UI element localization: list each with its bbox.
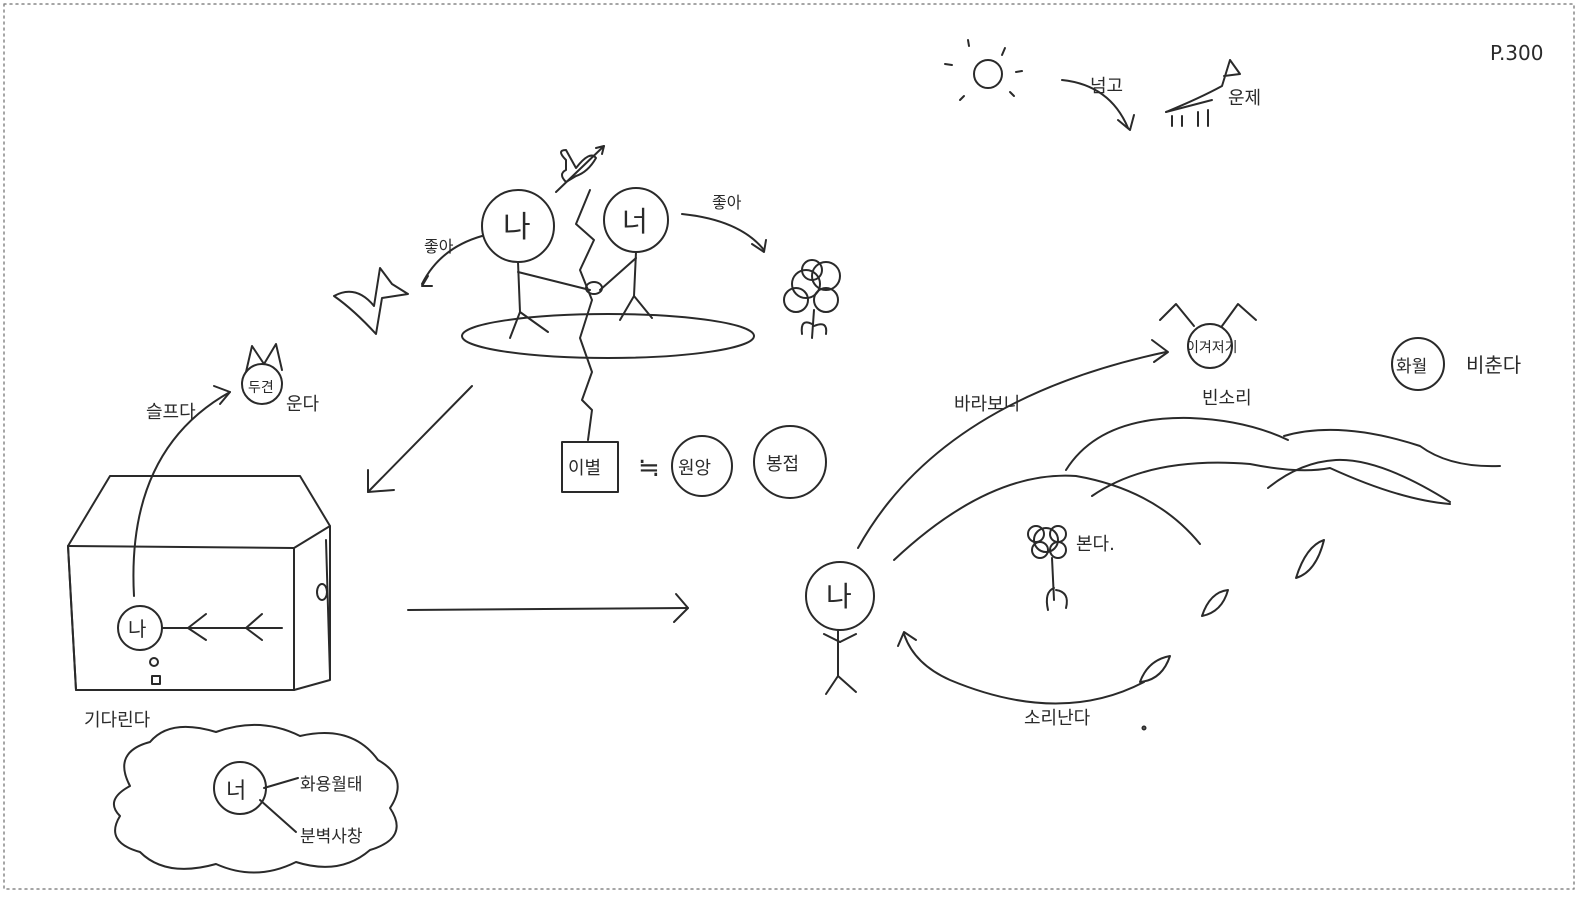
label-neo-cloud: 너	[226, 779, 246, 804]
arrow-to-right-scene	[407, 607, 689, 611]
label-dugyeon: 두견	[248, 380, 274, 396]
mountain-pass-icon	[1165, 59, 1241, 127]
arrow-to-bird	[421, 235, 483, 285]
house-box	[67, 475, 331, 691]
arrow-to-flower-head	[751, 239, 767, 253]
label-wonang: 원앙	[678, 458, 711, 479]
arrow-to-cuckoo	[132, 391, 231, 597]
sound-arrow-head	[897, 631, 917, 647]
figure-neo-top	[599, 187, 669, 321]
bongsup-circle	[753, 425, 827, 499]
cloud-branch-2	[259, 799, 297, 833]
label-ieuljeoi: 이겨저기	[1186, 340, 1238, 356]
break-line	[575, 189, 595, 441]
arrow-to-bird-head	[421, 275, 433, 287]
arrow-to-flower	[681, 213, 765, 251]
leaf-3	[1139, 655, 1171, 683]
dot-small-square	[151, 675, 161, 685]
thought-cloud	[112, 723, 399, 874]
label-bichunda: 비춘다	[1466, 353, 1521, 377]
label-na-right: 나	[826, 580, 852, 613]
arrow-to-magpie-head	[1151, 339, 1169, 363]
arrow-to-house	[367, 385, 473, 493]
label-byeokbyeok: 분벽사창	[300, 827, 363, 847]
label-approx: ≒	[638, 453, 660, 483]
arrow-to-right-scene-head	[673, 593, 689, 623]
arrow-to-magpie	[857, 351, 1167, 549]
held-hands	[585, 281, 603, 295]
house-inner-arrow-head1	[187, 613, 207, 641]
house-inner-arrow-head2	[245, 613, 263, 641]
label-bonda: 본다.	[1076, 534, 1115, 555]
hill-3	[1091, 461, 1451, 505]
label-jooa: 좋아	[424, 237, 454, 256]
sun-arrow-head	[1117, 114, 1135, 131]
label-na-top: 나	[503, 210, 531, 245]
label-binsori: 빈소리	[1202, 388, 1252, 409]
label-na-box: 나	[128, 617, 146, 641]
label-onda: 운다	[286, 394, 320, 415]
ground-ellipse	[461, 313, 755, 359]
page-number: P.300	[1490, 41, 1543, 65]
hill-2	[1065, 416, 1289, 471]
hill-flower-icon	[1027, 525, 1068, 611]
arrow-to-house-head	[367, 469, 395, 493]
cloud-branch-1	[263, 777, 299, 789]
label-zoa: 좋아	[712, 193, 742, 212]
flower-icon	[783, 259, 841, 339]
label-hwayong: 화용월태	[300, 775, 363, 795]
dot-small	[149, 657, 159, 667]
butterfly-icon	[555, 145, 605, 193]
label-barabonae: 바라보니	[954, 394, 1020, 415]
label-ibyeol: 이별	[568, 458, 601, 479]
period-dot	[1141, 725, 1147, 731]
hill-1	[893, 474, 1201, 561]
hwawol-circle	[1391, 337, 1445, 391]
figure-na-top	[481, 189, 591, 339]
hill-4	[1267, 458, 1451, 503]
wonang-circle	[671, 435, 733, 497]
hill-5	[1283, 428, 1501, 468]
label-neo-top: 너	[622, 205, 648, 238]
cuckoo-icon	[241, 343, 283, 405]
label-hwawol: 화월	[1396, 357, 1427, 377]
label-bongsup: 봉접	[766, 454, 799, 475]
label-seulpeuda: 슬프다	[146, 402, 196, 423]
dotted-border	[3, 3, 1575, 890]
label-sorinanda: 소리난다	[1024, 708, 1091, 729]
sound-arrow	[903, 633, 1145, 705]
label-naeligo: 넘고	[1090, 76, 1123, 97]
bird-icon	[333, 267, 409, 335]
label-woonje: 운제	[1228, 88, 1261, 109]
ibyeol-box	[561, 441, 619, 493]
arrow-to-cuckoo-head	[213, 385, 231, 405]
figure-na-right	[805, 561, 875, 695]
label-gidarinda: 기다린다	[84, 710, 151, 731]
leaf-2	[1201, 589, 1229, 617]
magpie-icon	[1159, 303, 1257, 369]
sun-arrow	[1061, 79, 1129, 129]
sun-icon	[944, 39, 1023, 101]
leaf-1	[1295, 539, 1325, 579]
